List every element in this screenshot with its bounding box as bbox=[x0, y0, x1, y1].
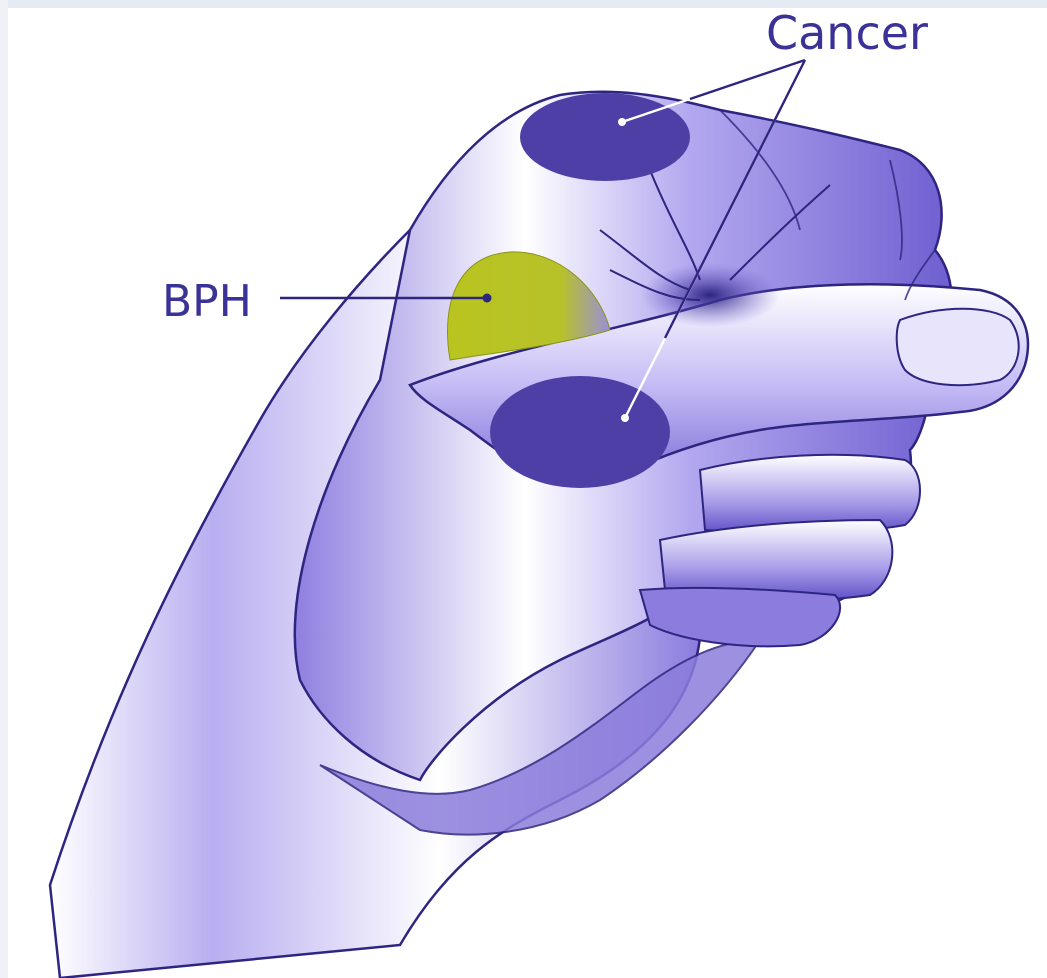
bph-point bbox=[483, 294, 492, 303]
bph-label: BPH bbox=[162, 280, 252, 324]
thumbnail bbox=[897, 309, 1019, 385]
knuckle-shadow bbox=[640, 263, 780, 327]
cancer-point-bottom bbox=[621, 414, 629, 422]
cancer-label: Cancer bbox=[766, 10, 928, 56]
cancer-region-top bbox=[520, 93, 690, 181]
cancer-point-top bbox=[618, 118, 626, 126]
cancer-region-bottom bbox=[490, 376, 670, 488]
frame-left bbox=[0, 0, 8, 978]
